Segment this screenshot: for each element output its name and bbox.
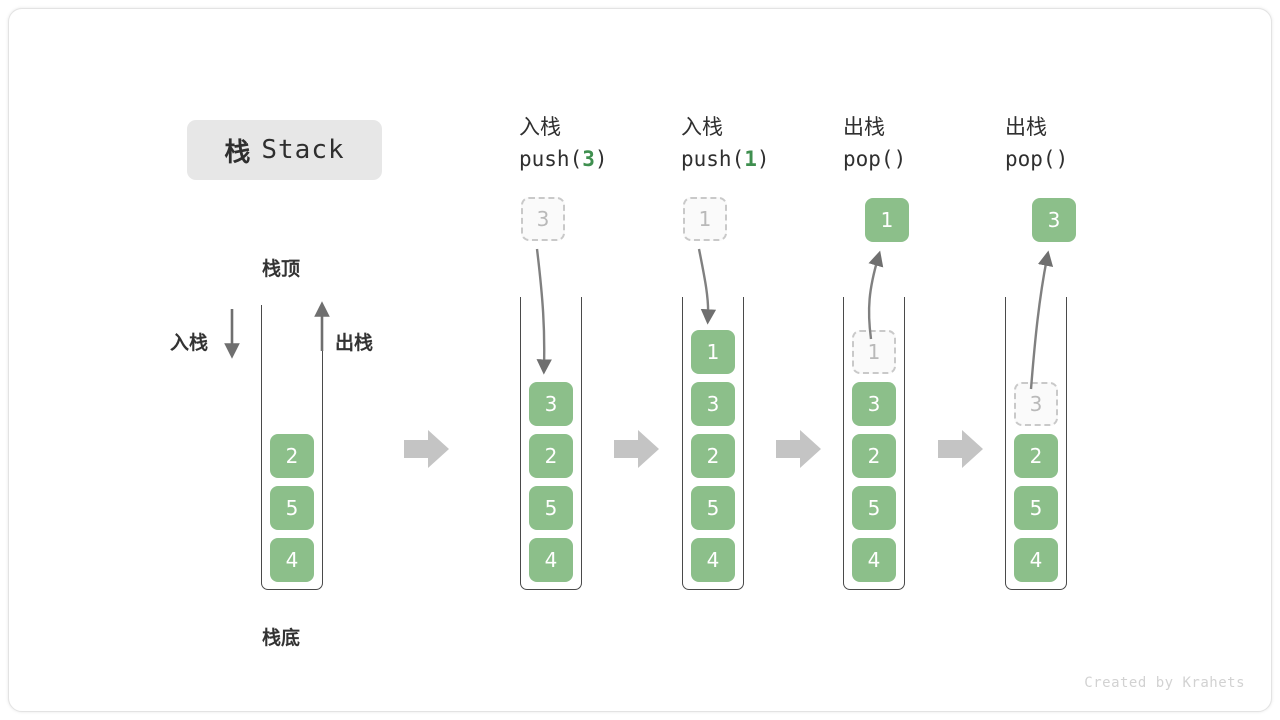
stack-cell: 5 xyxy=(852,486,896,530)
stack-cell: 4 xyxy=(270,538,314,582)
op-code-pre: push( xyxy=(519,147,583,171)
pop-value-out-1: 1 xyxy=(865,198,909,242)
op-heading-push-1: 入栈 push(1) xyxy=(681,113,770,175)
stack-cell: 5 xyxy=(270,486,314,530)
stack-walls xyxy=(682,297,744,590)
stack-bottom-label: 栈底 xyxy=(262,628,301,649)
stack-cell: 3 xyxy=(852,382,896,426)
op-code-arg: 1 xyxy=(744,147,757,171)
step-arrow-1-icon xyxy=(404,430,449,468)
stack-column-push-3: 3 2 5 4 xyxy=(520,297,582,595)
step-arrow-4-icon xyxy=(938,430,983,468)
op-code-arg: 3 xyxy=(582,147,595,171)
diagram-card: 栈 Stack 栈顶 栈底 入栈 出栈 入栈 push(3) 入栈 push(1… xyxy=(8,8,1272,712)
stack-cell: 5 xyxy=(529,486,573,530)
stack-cell: 5 xyxy=(691,486,735,530)
pop-direction-label: 出栈 xyxy=(335,333,374,354)
op-label-cn: 出栈 xyxy=(1005,116,1047,139)
step-arrow-2-icon xyxy=(614,430,659,468)
stack-cell-ghost: 3 xyxy=(1014,382,1058,426)
op-code-post: ) xyxy=(756,147,770,171)
diagram-title-pill: 栈 Stack xyxy=(187,120,382,180)
arrows-overlay xyxy=(224,248,1054,468)
op-label-cn: 入栈 xyxy=(681,116,723,139)
op-code-post: ) xyxy=(594,147,608,171)
stack-column-pop-3: 3 2 5 4 xyxy=(1005,297,1067,595)
op-label-cn: 出栈 xyxy=(843,116,885,139)
stack-cell: 4 xyxy=(852,538,896,582)
stack-cell: 2 xyxy=(691,434,735,478)
stack-cell: 1 xyxy=(691,330,735,374)
stack-cell: 2 xyxy=(852,434,896,478)
op-heading-push-3: 入栈 push(3) xyxy=(519,113,608,175)
op-heading-pop-1: 出栈 pop() xyxy=(843,113,906,175)
stack-cell: 5 xyxy=(1014,486,1058,530)
stack-walls xyxy=(520,297,582,590)
stack-cell: 4 xyxy=(529,538,573,582)
stack-cell: 2 xyxy=(270,434,314,478)
stack-column-initial: 2 5 4 xyxy=(261,305,323,595)
stack-cell-ghost: 1 xyxy=(852,330,896,374)
stack-cell: 2 xyxy=(529,434,573,478)
title-en: Stack xyxy=(261,135,345,165)
stack-walls xyxy=(261,305,323,590)
stack-cell: 4 xyxy=(691,538,735,582)
op-label-code: push(1) xyxy=(681,143,770,175)
stack-cell: 2 xyxy=(1014,434,1058,478)
step-arrow-3-icon xyxy=(776,430,821,468)
stack-top-label: 栈顶 xyxy=(262,259,301,280)
stack-walls xyxy=(843,297,905,590)
op-label-cn: 入栈 xyxy=(519,116,561,139)
op-code-pre: pop( xyxy=(1005,147,1056,171)
op-code-post: ) xyxy=(893,147,907,171)
push-direction-label: 入栈 xyxy=(170,333,209,354)
stack-cell: 4 xyxy=(1014,538,1058,582)
op-heading-pop-3: 出栈 pop() xyxy=(1005,113,1068,175)
title-cn: 栈 xyxy=(224,136,251,167)
op-label-code: pop() xyxy=(1005,143,1068,175)
footer-credit: Created by Krahets xyxy=(1084,675,1245,691)
push-value-ghost-1: 1 xyxy=(683,197,727,241)
stack-cell: 3 xyxy=(691,382,735,426)
stack-walls xyxy=(1005,297,1067,590)
op-label-code: push(3) xyxy=(519,143,608,175)
stack-cell: 3 xyxy=(529,382,573,426)
stack-column-push-1: 1 3 2 5 4 xyxy=(682,297,744,595)
pop-value-out-3: 3 xyxy=(1032,198,1076,242)
push-value-ghost-3: 3 xyxy=(521,197,565,241)
stack-column-pop-1: 1 3 2 5 4 xyxy=(843,297,905,595)
op-code-pre: push( xyxy=(681,147,745,171)
op-label-code: pop() xyxy=(843,143,906,175)
op-code-pre: pop( xyxy=(843,147,894,171)
op-code-post: ) xyxy=(1055,147,1069,171)
